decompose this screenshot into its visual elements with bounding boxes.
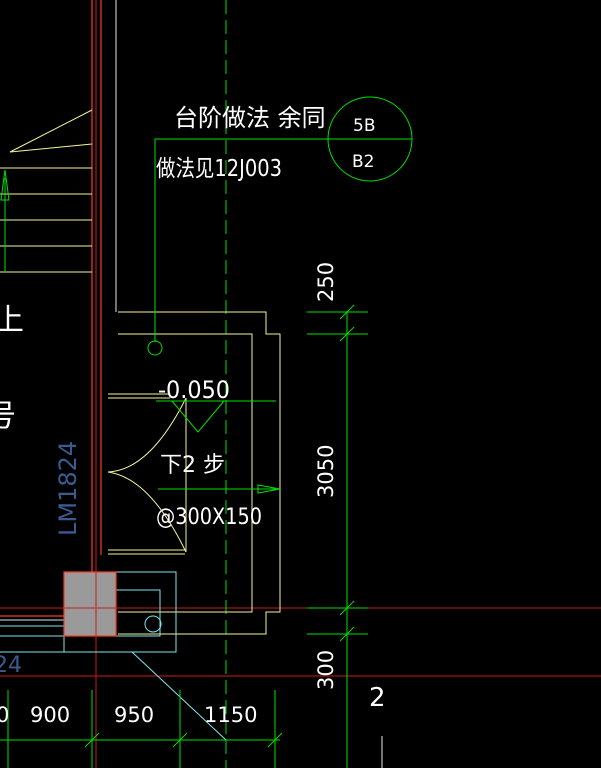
door-code-label: LM1824 <box>54 441 82 536</box>
stair-arrow-icon <box>0 169 10 272</box>
dim-label-950: 950 <box>114 703 154 727</box>
method-note: 做法见12J003 <box>156 156 282 182</box>
door-swing-arc <box>107 397 187 473</box>
stair-flight <box>0 109 93 273</box>
leader-and-callout <box>147 96 413 356</box>
step-count-label: 下2 步 <box>160 453 225 478</box>
step-outline-inner <box>118 333 253 613</box>
callout-number: 5B <box>353 116 375 136</box>
elevation-marker-icon <box>156 400 276 433</box>
detail-callout-circle <box>327 96 413 182</box>
dim-label-300: 300 <box>314 650 338 690</box>
dimension-vertical <box>307 304 368 768</box>
dim-label-1150: 1150 <box>204 703 257 727</box>
elevation-label: -0.050 <box>158 376 230 404</box>
dim-label-0: 0 <box>0 703 9 727</box>
dimension-horizontal <box>0 690 283 768</box>
column-detail <box>0 571 227 741</box>
dim-label-250: 250 <box>314 262 338 302</box>
step-note: 台阶做法 余同 <box>174 104 326 132</box>
partial-text-bottom: 24 <box>0 653 22 678</box>
door-swing-arc <box>107 471 187 553</box>
stair-break-line <box>9 109 93 153</box>
dim-label-3050: 3050 <box>314 445 338 498</box>
column-circle <box>144 615 162 633</box>
partial-text-upper: 上 <box>0 303 24 338</box>
column-inner <box>115 589 161 637</box>
dim-label-900: 900 <box>30 703 70 727</box>
leader-line <box>154 138 412 342</box>
diagonal-line <box>131 651 227 741</box>
concrete-column <box>63 571 117 637</box>
step-platform <box>108 311 281 635</box>
callout-sheet: B2 <box>352 152 374 172</box>
leader-dot <box>147 340 163 356</box>
axis-label: 2 <box>369 683 386 713</box>
step-size-label: @300X150 <box>156 505 262 530</box>
slope-arrow-icon <box>158 484 281 494</box>
door-swing <box>107 397 187 553</box>
step-outline-outer <box>118 311 281 635</box>
partial-text-lower: 号 <box>0 399 16 434</box>
